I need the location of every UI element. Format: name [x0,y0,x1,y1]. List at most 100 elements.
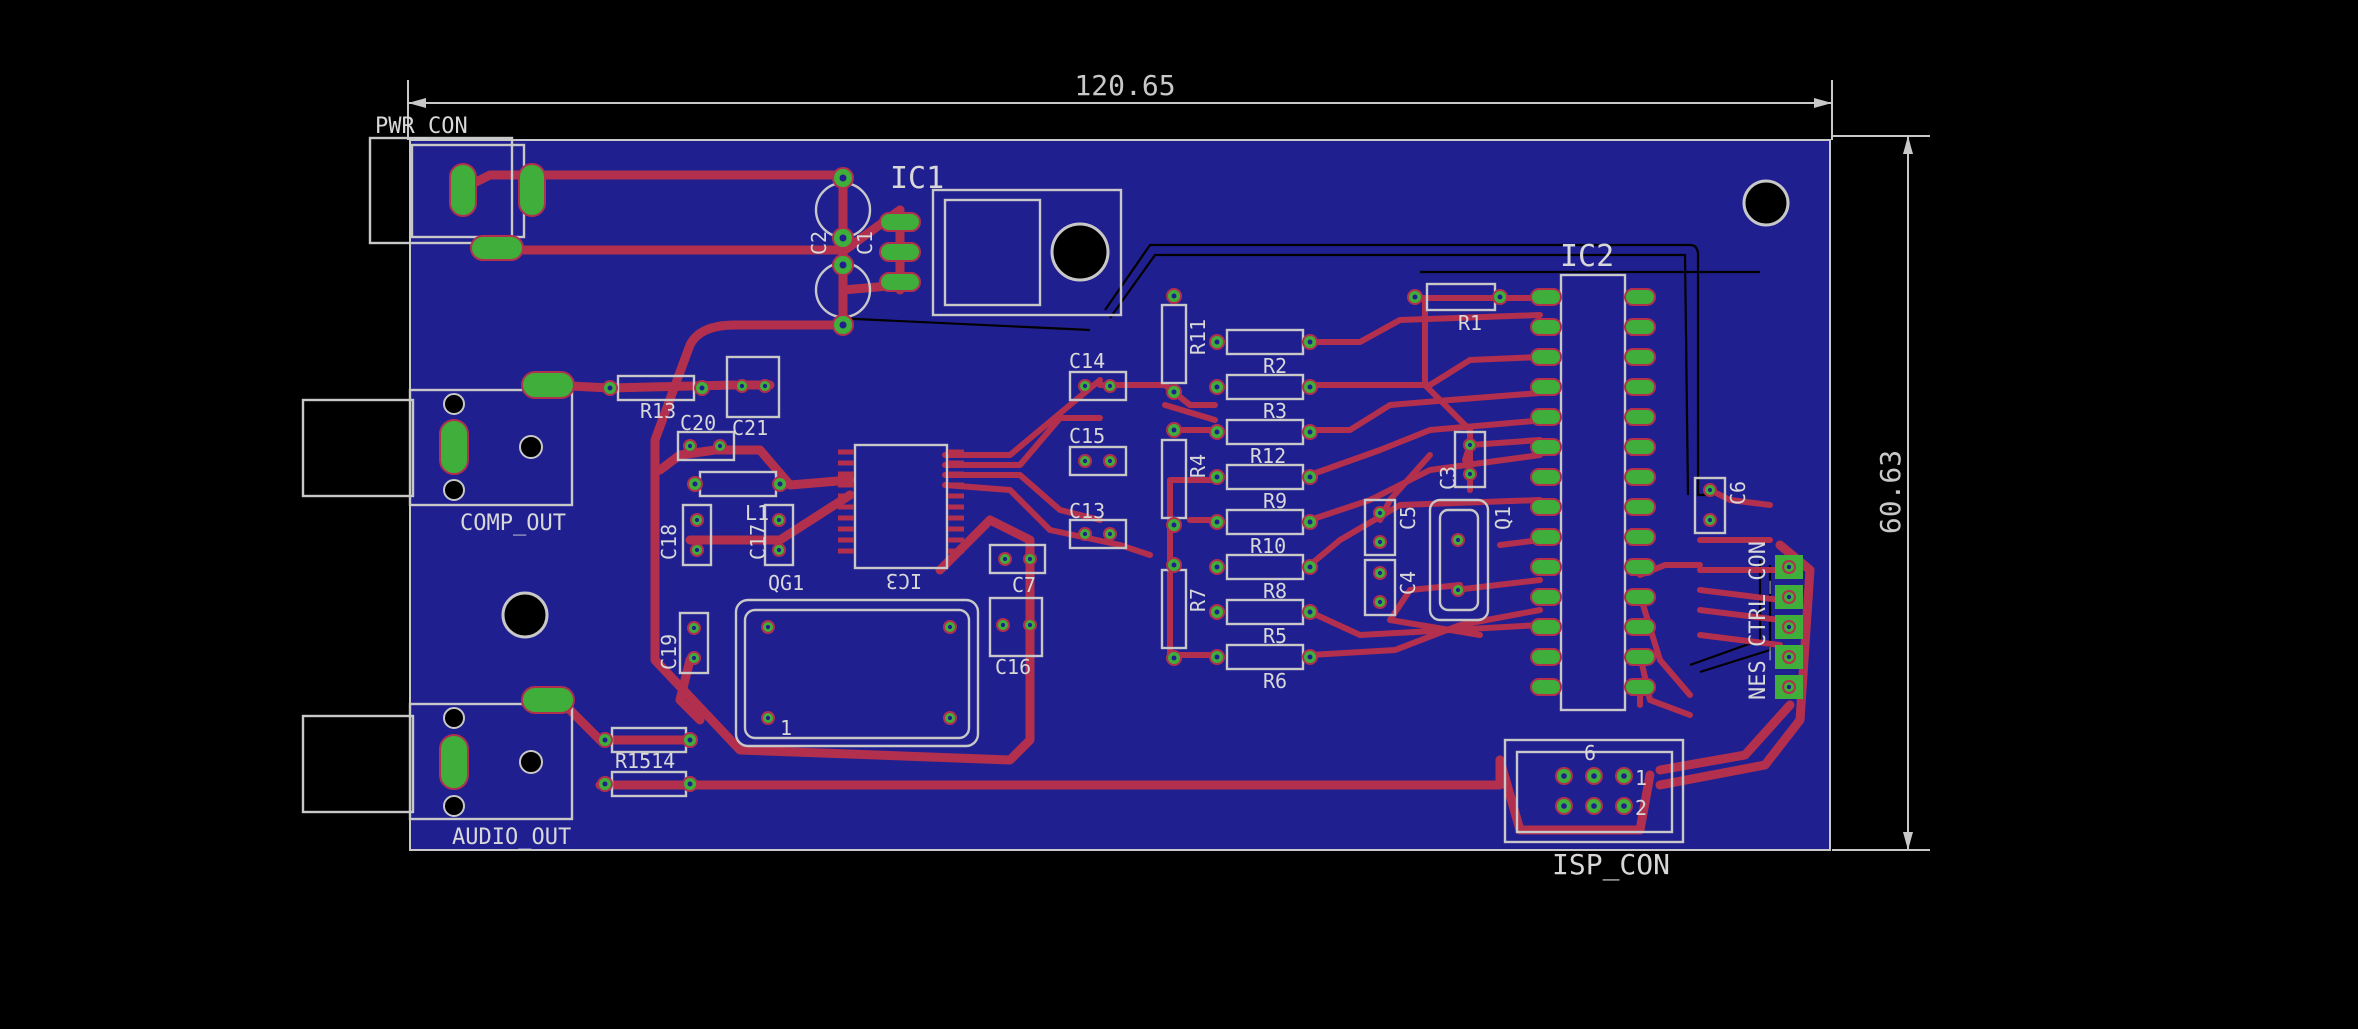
audio-out-label: AUDIO_OUT [452,825,571,850]
r5-label: R5 [1263,624,1287,648]
c15-label: C15 [1069,424,1105,448]
resistor-pad-drill [699,385,705,391]
isp-pin-drill [1591,773,1597,779]
c2-label: C2 [807,231,831,255]
capacitor-pad-drill [1002,556,1008,562]
pwr-con-outline [368,136,514,245]
comp-out-jack-body [301,398,415,498]
nes-ctrl-pin-drill [1786,624,1792,630]
mounting-hole-left [501,591,549,639]
r11-label: R11 [1186,319,1210,355]
resistor-pad-drill [1171,293,1177,299]
ic1-pad [879,272,921,292]
qg1-pin1-label: 1 [780,716,792,740]
ic2-pin [1624,438,1656,456]
capacitor-pad-drill [687,443,693,449]
capacitor-pad-drill [1027,556,1033,562]
nes-ctrl-pin-drill [1786,564,1792,570]
resistor-pad-drill [1307,609,1313,615]
ic2-pin [1530,468,1562,486]
ic2-pin [1530,528,1562,546]
audio-out-pad [439,734,469,790]
r9-label: R9 [1263,489,1287,513]
resistor-pad-drill [1171,522,1177,528]
ic2-pin [1624,408,1656,426]
comp-out-label: COMP_OUT [460,511,566,536]
resistor-pad-drill [602,781,608,787]
capacitor-pad-drill [694,547,700,553]
capacitor-pad-drill [1377,599,1383,605]
ic3-pin [838,537,854,543]
ic2-pin [1624,288,1656,306]
nes-ctrl-pin-drill [1786,594,1792,600]
capacitor-pad-drill [1082,531,1088,537]
ic2-pin [1624,558,1656,576]
capacitor-pad-drill [739,383,745,389]
nes-ctrl-pin-drill [1786,684,1792,690]
resistor-pad-drill [1307,429,1313,435]
capacitor-pad-drill [1467,442,1473,448]
ic3-pin [838,482,854,488]
resistor-pad-drill [1171,427,1177,433]
c2-pad-drill [839,261,847,269]
c18-label: C18 [657,524,681,560]
c4-label: C4 [1396,571,1420,595]
resistor-pad-drill [1214,609,1220,615]
ic2-pin [1624,378,1656,396]
ic3-pin [838,504,854,510]
ic2-pin [1530,498,1562,516]
ic3-pin [948,449,964,455]
r8-label: R8 [1263,579,1287,603]
capacitor-pad-drill [947,624,953,630]
capacitor-pad-drill [1027,622,1033,628]
resistor-pad-drill [1214,384,1220,390]
c19-label: C19 [657,634,681,670]
ic3-pin [948,482,964,488]
isp-pin-drill [1591,803,1597,809]
nes-ctrl-pin-drill [1786,654,1792,660]
isp-con-label: ISP_CON [1552,848,1670,882]
c1-pad-drill [839,174,847,182]
c5-label: C5 [1396,506,1420,530]
c1-pad-drill [839,234,847,242]
capacitor-pad-drill [1455,587,1461,593]
ic2-pin [1530,618,1562,636]
ic3-pin [948,526,964,532]
resistor-pad-drill [1307,384,1313,390]
c17-label: C17 [746,524,770,560]
c20-label: C20 [680,411,716,435]
ic1-pad [879,242,921,262]
ic3-label: IC3 [886,569,922,593]
ic2-outline [1559,273,1627,712]
dimension-height: 60.63 [1832,135,1930,851]
capacitor-pad-drill [691,625,697,631]
resistor-pad-drill [1214,654,1220,660]
capacitor-pad-drill [947,715,953,721]
resistor-pad-drill [1171,655,1177,661]
ic2-pin [1530,348,1562,366]
capacitor-pad-drill [776,547,782,553]
c6-label: C6 [1726,481,1750,505]
ic2-pin [1530,378,1562,396]
ic2-label: IC2 [1560,239,1614,274]
capacitor-pad-drill [1377,510,1383,516]
resistor-pad-drill [1214,519,1220,525]
ic1-heatsink-hole [1050,222,1110,282]
r10-label: R10 [1250,534,1286,558]
comp-out-pad [439,419,469,475]
resistor-pad-drill [1307,564,1313,570]
ic2-pin [1530,318,1562,336]
ic3-pin [838,548,854,554]
pwr-con-pad [449,163,477,217]
r6-label: R6 [1263,669,1287,693]
capacitor-pad-drill [1377,539,1383,545]
resistor-pad-drill [1497,294,1503,300]
resistor-pad-drill [1214,429,1220,435]
ic3-pin [838,515,854,521]
ic3-pin [948,537,964,543]
resistor-pad-drill [777,481,783,487]
resistor-pad-drill [1214,564,1220,570]
ic2-pin [1624,318,1656,336]
ic3-pin [838,449,854,455]
